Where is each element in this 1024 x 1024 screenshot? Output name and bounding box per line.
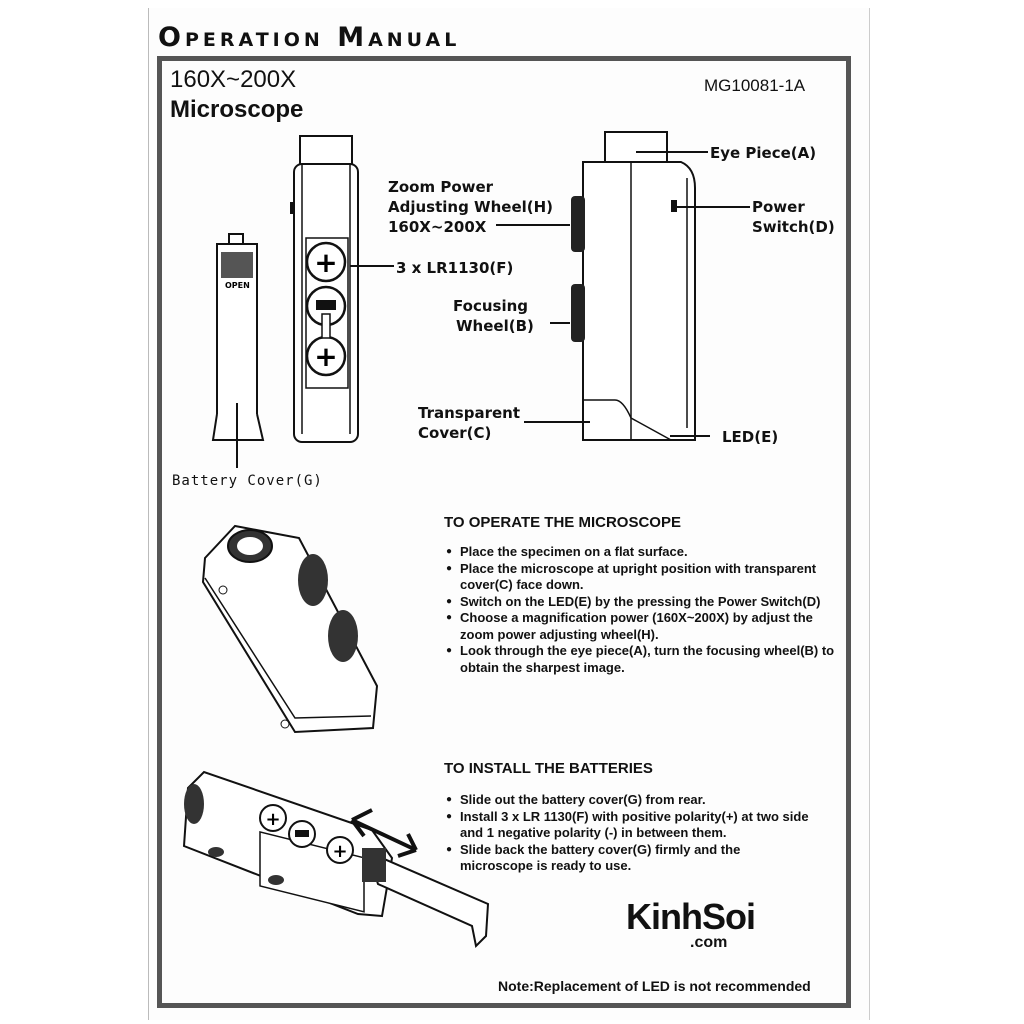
install-heading: TO INSTALL THE BATTERIES bbox=[444, 760, 653, 777]
kinhsoi-logo: KinhSoi .com bbox=[626, 896, 756, 951]
svg-text:+: + bbox=[314, 340, 337, 373]
product-name: Microscope bbox=[170, 96, 304, 123]
install-steps: Slide out the battery cover(G) from rear… bbox=[446, 792, 812, 875]
battery-install-illustration: + + bbox=[182, 770, 490, 949]
focusing-label-1: Focusing bbox=[453, 297, 528, 315]
led-label: LED(E) bbox=[722, 428, 779, 446]
zoom-label-2: Adjusting Wheel(H) bbox=[388, 198, 554, 216]
svg-text:+: + bbox=[314, 246, 337, 279]
svg-text:+: + bbox=[265, 809, 280, 830]
open-marking: OPEN bbox=[225, 281, 250, 290]
install-step: Slide out the battery cover(G) from rear… bbox=[446, 792, 812, 809]
battery-leader-line bbox=[350, 265, 394, 267]
manual-frame bbox=[157, 56, 851, 1008]
zoom-label-1: Zoom Power bbox=[388, 178, 494, 196]
rear-view-illustration: + + bbox=[290, 135, 359, 443]
perspective-view-illustration bbox=[201, 524, 379, 734]
install-step: Slide back the battery cover(G) firmly a… bbox=[446, 842, 812, 875]
operate-steps: Place the specimen on a flat surface. Pl… bbox=[446, 544, 850, 676]
logo-brand: KinhSoi bbox=[626, 896, 756, 937]
logo-domain: .com bbox=[690, 934, 728, 951]
operate-step: Choose a magnification power (160X~200X)… bbox=[446, 610, 850, 643]
install-step: Install 3 x LR 1130(F) with positive pol… bbox=[446, 809, 812, 842]
zoom-label-3: 160X~200X bbox=[388, 218, 487, 236]
operate-heading: TO OPERATE THE MICROSCOPE bbox=[444, 514, 681, 531]
battery-cover-illustration: OPEN bbox=[211, 233, 265, 468]
eye-piece-label: Eye Piece(A) bbox=[710, 144, 817, 162]
side-view-illustration bbox=[571, 131, 696, 441]
manual-title: Operation Manual bbox=[158, 22, 461, 53]
model-range: 160X~200X bbox=[170, 66, 297, 93]
operate-step: Look through the eye piece(A), turn the … bbox=[446, 643, 850, 676]
side-view-leader-lines bbox=[496, 151, 750, 437]
operate-step: Place the specimen on a flat surface. bbox=[446, 544, 850, 561]
footer-note: Note:Replacement of LED is not recommend… bbox=[498, 978, 811, 994]
transparent-label-2: Cover(C) bbox=[418, 424, 492, 442]
battery-cover-label: Battery Cover(G) bbox=[172, 473, 323, 489]
svg-text:+: + bbox=[332, 841, 347, 862]
batteries-label: 3 x LR1130(F) bbox=[396, 259, 514, 277]
operate-step: Place the microscope at upright position… bbox=[446, 561, 850, 594]
power-switch-label-2: Switch(D) bbox=[752, 218, 835, 236]
focusing-label-2: Wheel(B) bbox=[456, 317, 534, 335]
transparent-label-1: Transparent bbox=[418, 404, 520, 422]
model-number: MG10081-1A bbox=[704, 76, 806, 95]
power-switch-label-1: Power bbox=[752, 198, 805, 216]
operate-step: Switch on the LED(E) by the pressing the… bbox=[446, 594, 850, 611]
